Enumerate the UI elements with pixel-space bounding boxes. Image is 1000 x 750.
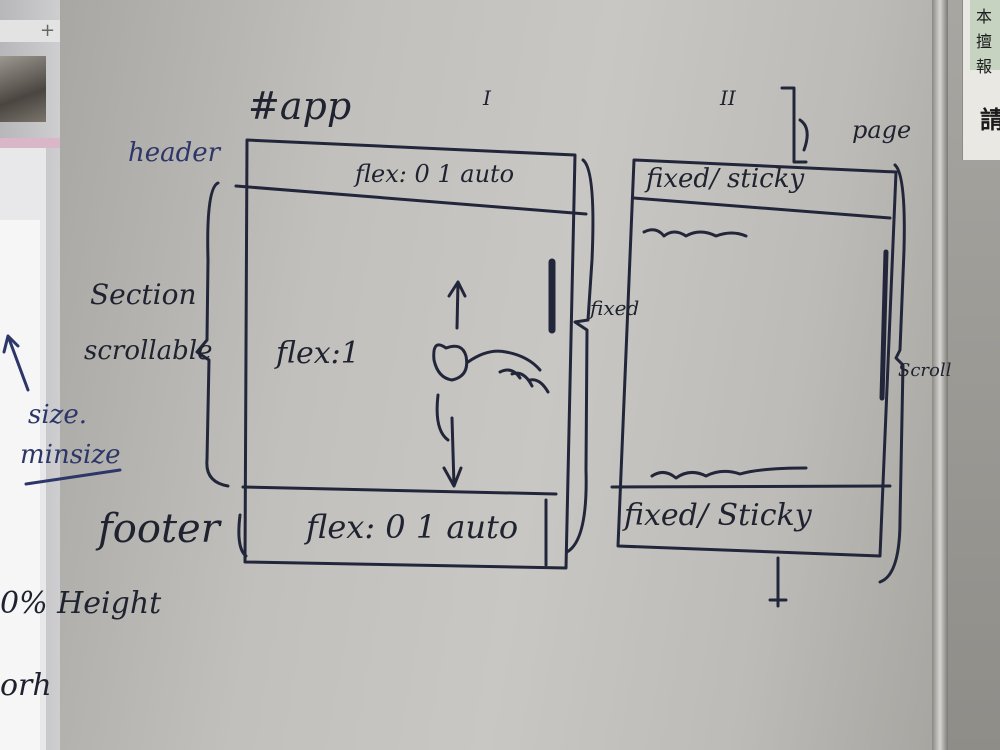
header-flex-text: flex: 0 1 auto <box>355 160 515 188</box>
scroll-label: Scroll <box>898 360 952 381</box>
page-box <box>616 158 898 558</box>
squiggle-bottom <box>650 466 808 480</box>
bottom-bar-label: fixed/ Sticky <box>624 498 812 533</box>
top-bar-divider <box>632 196 892 220</box>
monitor-edge: + <box>0 0 62 750</box>
page-scrollbar <box>879 249 889 401</box>
poster-green-area <box>970 0 1000 70</box>
top-bracket-inner <box>798 118 809 152</box>
scrollable-label: scrollable <box>84 336 213 366</box>
fixed-label: fixed <box>590 296 640 320</box>
top-bracket <box>780 86 808 164</box>
section-flex-text: flex:1 <box>276 336 360 371</box>
bottom-mark-i <box>768 556 788 608</box>
size-label: size. <box>28 400 88 430</box>
footer-label: footer <box>98 506 220 552</box>
whiteboard-frame <box>932 0 948 750</box>
footer-divider <box>241 485 558 496</box>
squiggle-top <box>642 228 748 238</box>
video-thumbnail <box>0 56 46 122</box>
browser-tab-bar <box>0 20 60 42</box>
left-arrow <box>2 334 30 392</box>
app-box <box>243 138 577 570</box>
section-label: Section <box>90 278 197 311</box>
footer-flex-text: flex: 0 1 auto <box>306 508 519 546</box>
section-brace <box>195 181 230 488</box>
minsize-label: minsize <box>20 440 121 470</box>
page-label: page <box>852 116 912 144</box>
app-label: #app <box>248 84 352 128</box>
window-content <box>0 220 40 750</box>
hand-icon <box>432 343 550 442</box>
diagram-two-label: II <box>720 86 736 110</box>
window-title-strip <box>0 138 62 148</box>
app-bracket <box>565 158 595 554</box>
scroll-bracket <box>878 163 906 584</box>
top-bar-label: fixed/ sticky <box>646 164 805 194</box>
poster-large-char: 請 <box>980 106 1000 134</box>
poster-chinese-text: 本擅報 <box>976 7 993 76</box>
height-label: 0% Height <box>0 586 162 621</box>
header-divider <box>234 184 588 216</box>
arrow-down <box>442 416 463 488</box>
footer-brace <box>237 513 248 558</box>
left-cut-label: orh <box>0 668 52 703</box>
minsize-underline <box>24 468 122 486</box>
plus-icon: + <box>40 20 56 41</box>
bottom-bar-divider <box>610 484 892 489</box>
header-label: header <box>128 138 221 168</box>
diagram-one-label: I <box>483 86 491 110</box>
arrow-up <box>447 280 467 330</box>
